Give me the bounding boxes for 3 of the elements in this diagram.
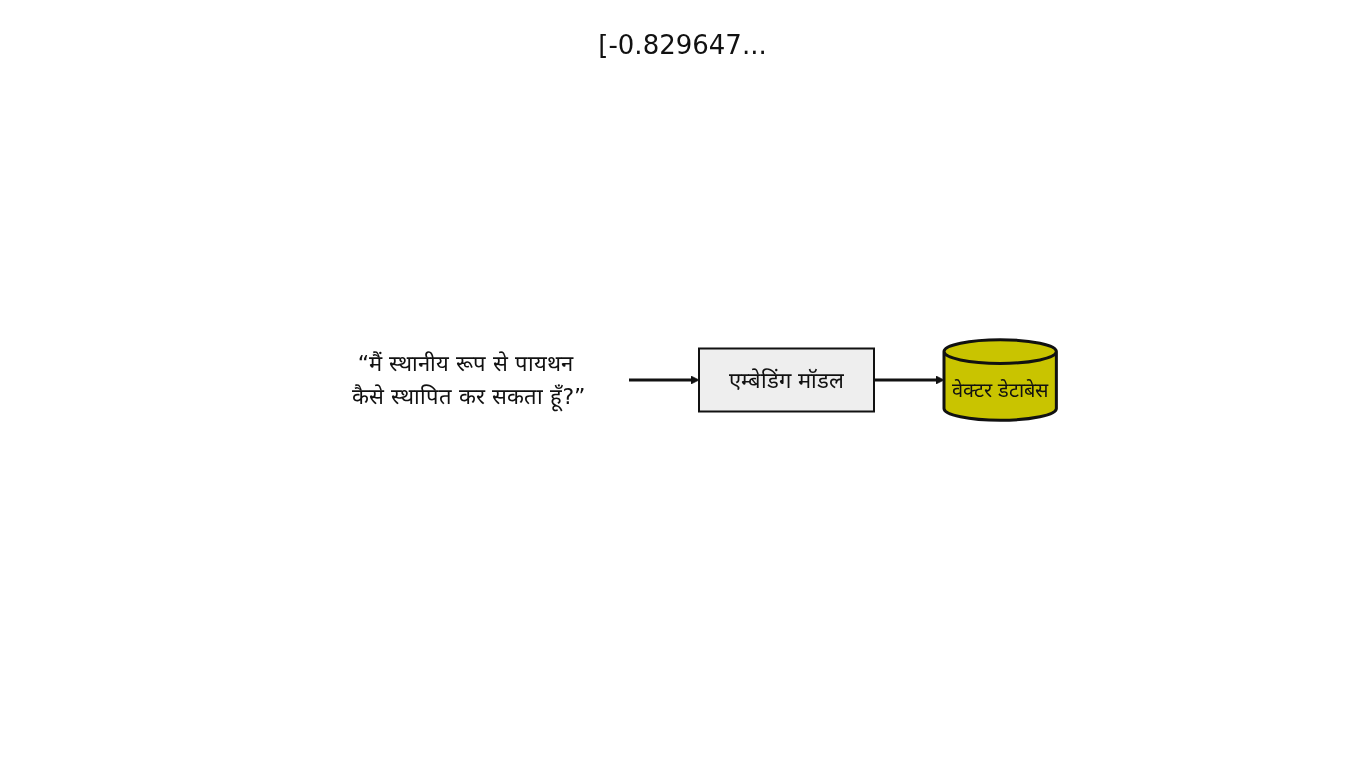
arrow: [873, 375, 945, 385]
node-box: एम्बेडिंग मॉडल: [697, 347, 875, 413]
vector-values-text: [-0.829647...: [597, 30, 768, 60]
